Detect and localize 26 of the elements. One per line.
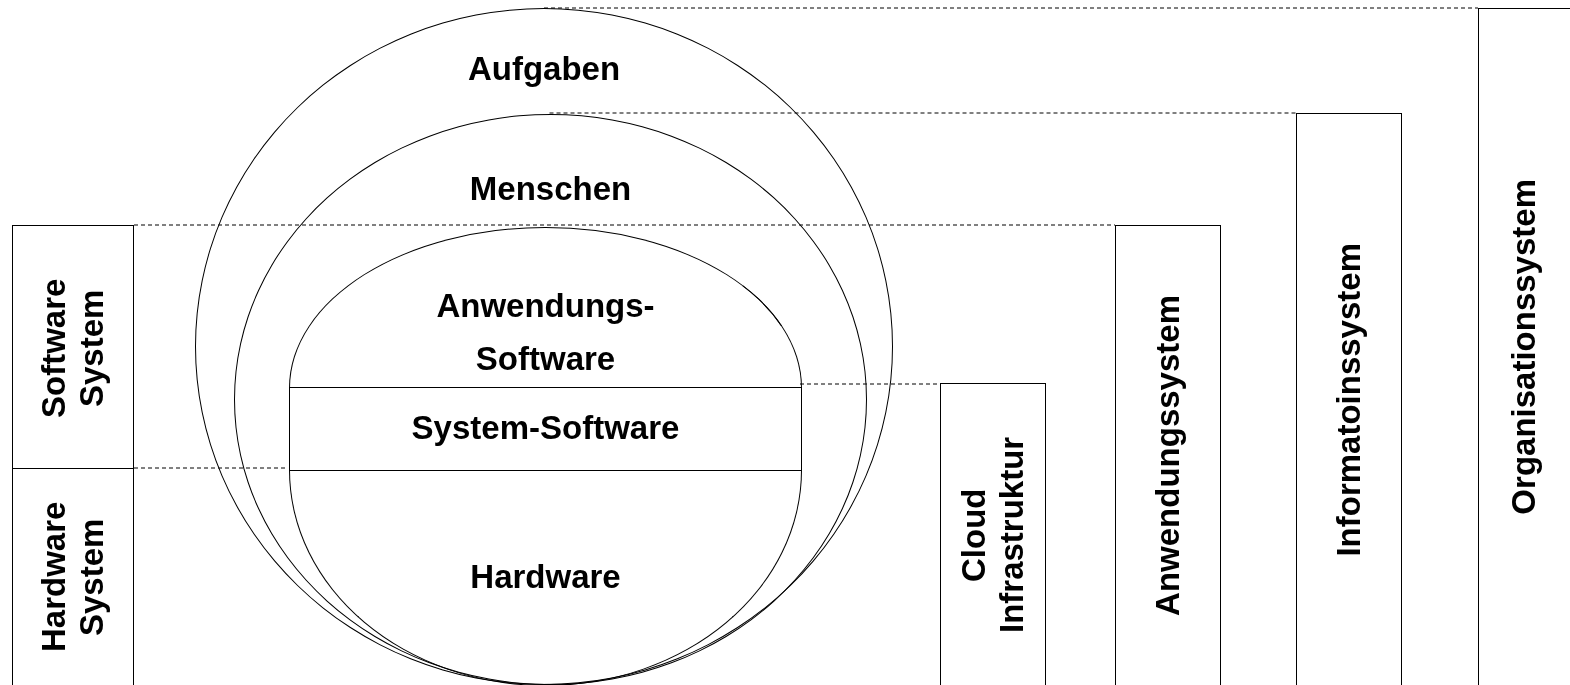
dashed-connector [549, 112, 1297, 114]
segment-label: Anwendungs-Software [435, 286, 656, 379]
system-bar [1296, 113, 1402, 685]
system-bar [12, 468, 134, 685]
dome-segment [289, 227, 802, 388]
system-bar [1478, 8, 1570, 685]
bowl-segment [289, 470, 802, 685]
dashed-connector [543, 7, 1479, 9]
bar-label: Cloud Infrastruktur [955, 435, 1031, 635]
circle [195, 8, 893, 685]
segment-label: Hardware [470, 557, 621, 598]
system-bar [12, 225, 134, 469]
bar-label: Software System [35, 276, 111, 420]
bar-label: Informatoinssystem [1330, 242, 1368, 557]
dashed-connector [133, 224, 1116, 226]
circle-label: Aufgaben [467, 49, 621, 89]
bar-label: Organisationssystem [1505, 179, 1543, 515]
system-bar [1115, 225, 1221, 685]
bar-label: Hardware System [35, 500, 111, 655]
bar-label: Anwendungssystem [1149, 295, 1187, 616]
circle-label: Menschen [469, 169, 632, 209]
segment-label: System-Software [411, 408, 680, 449]
system-bar [940, 383, 1046, 685]
dashed-connector [133, 467, 288, 469]
band-segment [289, 387, 802, 471]
circle [234, 114, 867, 685]
